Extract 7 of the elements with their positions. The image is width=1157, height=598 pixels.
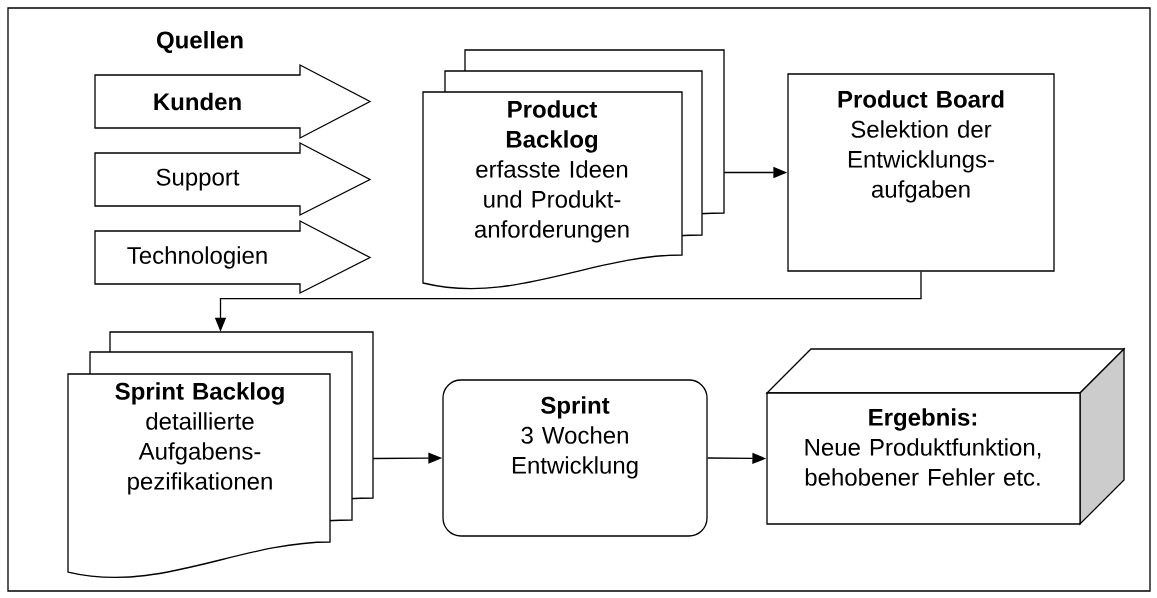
- source-block: Technologien: [94, 219, 372, 295]
- source-block: Kunden: [94, 63, 372, 140]
- process-box: Sprint 3 Wochen Entwicklung: [442, 379, 708, 537]
- source-block: Support: [94, 141, 372, 217]
- document-stack: Product Backlog erfasste Ideen und Produkt- anforderungen: [422, 49, 725, 290]
- process-box: Product Board Selektion der Entwicklungs- aufgaben: [787, 73, 1055, 272]
- document-stack: Sprint Backlog detaillierte Aufgabens- pezifikationen: [67, 331, 374, 579]
